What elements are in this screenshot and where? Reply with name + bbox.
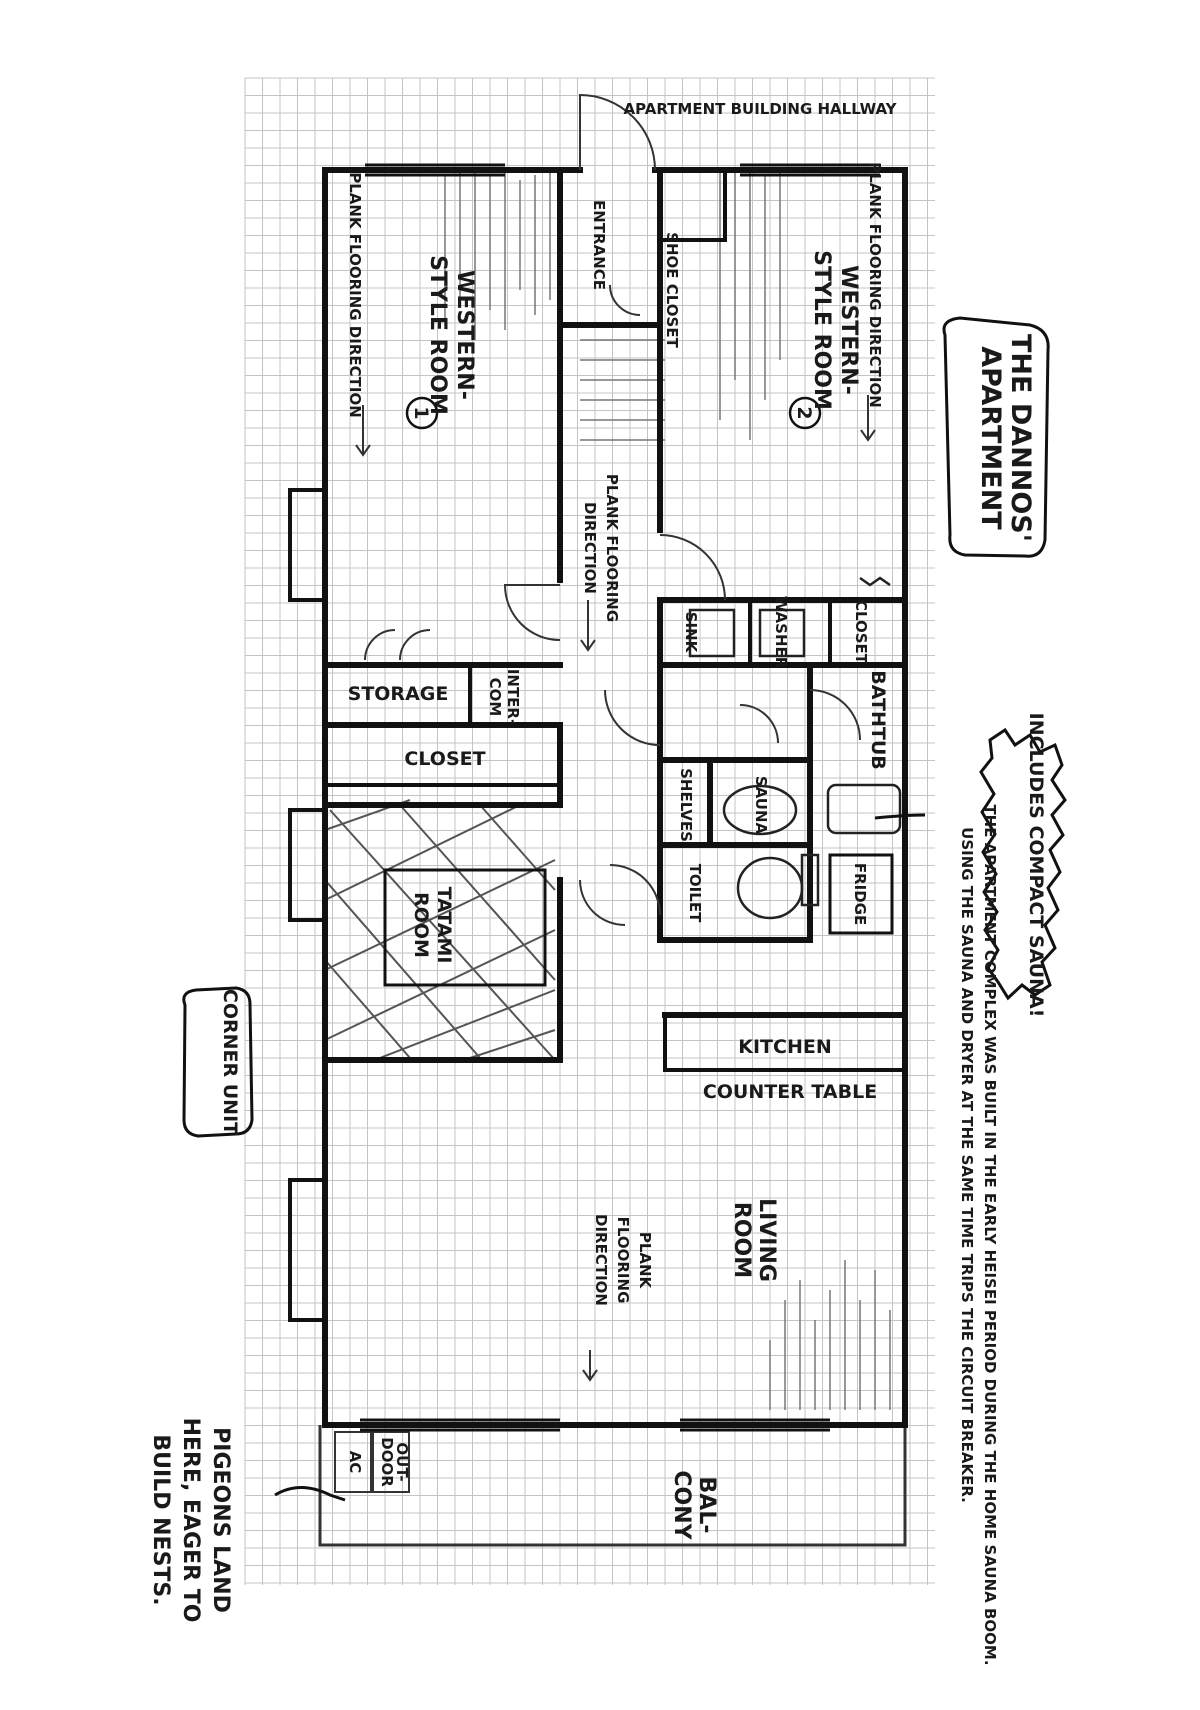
flooring-arrows <box>355 395 876 1382</box>
labels: APARTMENT BUILDING HALLWAY THE DANNOS' A… <box>148 100 1047 1666</box>
sauna-note-line-1: THE APARTMENT COMPLEX WAS BUILT IN THE E… <box>981 804 999 1665</box>
fixtures <box>688 576 902 920</box>
pigeons-note-line-3: BUILD NESTS. <box>148 1434 173 1605</box>
living-room-label-line-2: ROOM <box>729 1202 754 1278</box>
shoe-closet-label: SHOE CLOSET <box>663 232 681 348</box>
apartment-title-line-1: THE DANNOS' <box>1005 334 1036 542</box>
flooring-living-label-line-3: DIRECTION <box>592 1214 610 1306</box>
tatami-label-line-2: ROOM <box>410 892 432 958</box>
speech-bubbles <box>182 316 1067 1502</box>
western-room-2-number: 2 <box>793 406 815 419</box>
flooring-room-1-label: PLANK FLOORING DIRECTION <box>346 172 364 418</box>
apartment-title-line-2: APARTMENT <box>975 346 1006 530</box>
outdoor-ac-label-line-3: AC <box>346 1451 364 1474</box>
corner-unit-label: CORNER UNIT <box>219 989 241 1135</box>
windows <box>360 163 880 1432</box>
balcony-label-line-2: CONY <box>669 1470 694 1540</box>
fridge-label: FRIDGE <box>851 863 869 925</box>
closet-right-label: CLOSET <box>852 600 870 665</box>
graph-paper-grid <box>244 77 935 1585</box>
bathtub-label: BATHTUB <box>867 670 889 769</box>
counter-table-label: COUNTER TABLE <box>703 1081 877 1103</box>
flooring-living-label-line-1: PLANK <box>636 1232 654 1290</box>
room-number-circles <box>405 396 822 430</box>
kitchen-label: KITCHEN <box>738 1036 831 1058</box>
western-room-2-label-line-2: STYLE ROOM <box>809 250 834 410</box>
pigeons-note-line-2: HERE, EAGER TO <box>178 1418 203 1623</box>
toilet-label: TOILET <box>686 864 704 923</box>
intercom-label-line-1: INTER- <box>504 669 522 725</box>
sink-label: SINK <box>682 612 700 654</box>
balcony-outline <box>318 1425 907 1547</box>
outdoor-ac-label-line-2: DOOR <box>378 1437 396 1487</box>
outdoor-ac-label-line-1: OUT- <box>393 1442 411 1481</box>
western-room-1-label-line-1: WESTERN- <box>452 270 477 400</box>
walls <box>288 167 908 1428</box>
tatami-label-line-1: TATAMI <box>433 887 455 964</box>
sauna-label: SAUNA <box>752 776 770 835</box>
storage-label: STORAGE <box>348 683 449 705</box>
flooring-hall-label-line-1: PLANK FLOORING <box>603 474 621 622</box>
flooring-living-label-line-2: FLOORING <box>614 1217 632 1304</box>
door-swings <box>364 93 861 926</box>
wood-grain-shading <box>444 168 891 1410</box>
entrance-label: ENTRANCE <box>590 200 608 290</box>
flooring-hall-label-line-2: DIRECTION <box>581 502 599 594</box>
shelves-label: SHELVES <box>677 768 695 842</box>
closet-left-label: CLOSET <box>404 748 485 770</box>
western-room-2-label-line-1: WESTERN- <box>836 265 861 395</box>
sauna-note-line-2: USING THE SAUNA AND DRYER AT THE SAME TI… <box>958 827 976 1503</box>
sauna-note-title: INCLUDES COMPACT SAUNA! <box>1025 713 1047 1018</box>
pigeons-note-line-1: PIGEONS LAND <box>208 1427 233 1613</box>
hallway-label: APARTMENT BUILDING HALLWAY <box>623 100 897 118</box>
western-room-1-label-line-2: STYLE ROOM <box>425 255 450 415</box>
intercom-label-line-2: COM <box>486 678 504 717</box>
western-room-1-number: 1 <box>410 406 432 419</box>
living-room-label-line-1: LIVING <box>754 1198 779 1282</box>
washer-label: WASHER <box>772 596 790 669</box>
balcony-label-line-1: BAL- <box>694 1477 719 1534</box>
flooring-room-2-label: PLANK FLOORING DIRECTION <box>866 162 884 408</box>
